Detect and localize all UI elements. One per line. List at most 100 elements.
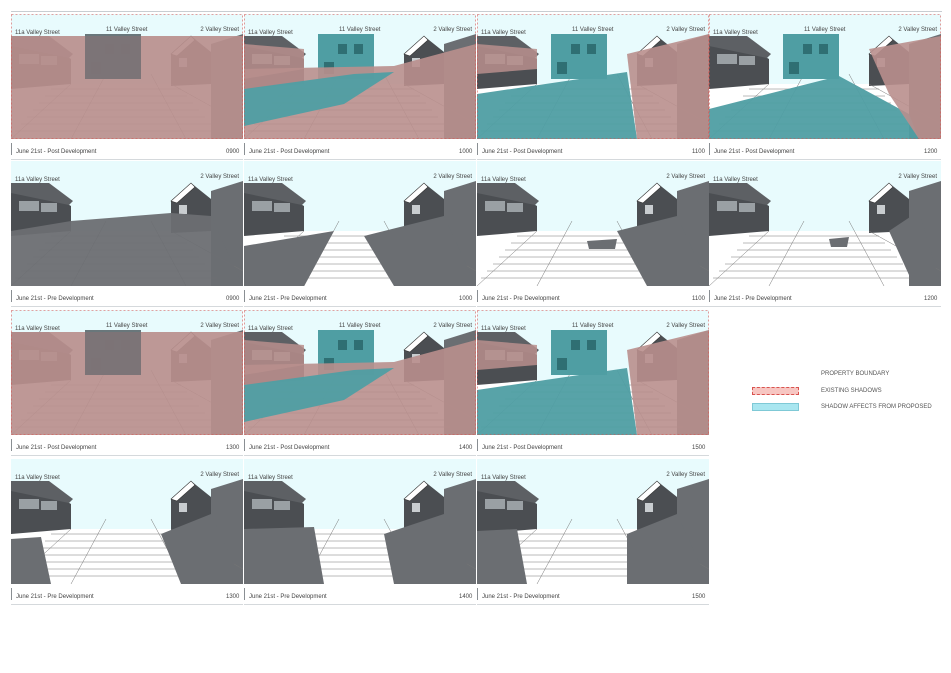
street-label-left: 11a Valley Street: [15, 177, 60, 183]
panel-caption: June 21st - Post Development: [714, 149, 795, 155]
panel-divider-tick: [244, 439, 245, 451]
street-label-right: 2 Valley Street: [898, 174, 937, 180]
panel-time: 1500: [692, 445, 706, 451]
top-rule: [11, 11, 942, 12]
caption-rule: [477, 306, 709, 307]
street-label-right: 2 Valley Street: [200, 174, 239, 180]
panel-divider-tick: [477, 143, 478, 155]
panel-caption: June 21st - Pre Development: [249, 594, 327, 600]
panel-caption: June 21st - Pre Development: [16, 594, 94, 600]
street-label-left: 11a Valley Street: [15, 475, 60, 481]
panel-time: 1000: [459, 296, 473, 302]
panel-caption: June 21st - Pre Development: [482, 594, 560, 600]
caption-rule: [477, 604, 709, 605]
street-label-right: 2 Valley Street: [898, 27, 937, 33]
panel-divider-tick: [244, 588, 245, 600]
caption-rule: [709, 306, 941, 307]
street-label-center: 11 Valley Street: [572, 323, 614, 329]
street-render-image: [244, 479, 476, 584]
street-label-right: 2 Valley Street: [666, 323, 705, 329]
street-label-center: 11 Valley Street: [339, 323, 381, 329]
caption-rule: [477, 455, 709, 456]
legend-existing-shadows-label: EXISTING SHADOWS: [821, 388, 882, 394]
street-label-left: 11a Valley Street: [248, 177, 293, 183]
panel-time: 0900: [226, 149, 240, 155]
caption-rule: [11, 604, 243, 605]
street-label-right: 2 Valley Street: [433, 27, 472, 33]
panel-divider-tick: [709, 290, 710, 302]
street-label-left: 11a Valley Street: [15, 30, 60, 36]
panel-time: 1200: [924, 296, 938, 302]
street-render-image: [709, 14, 941, 139]
render-panel-pre-1-3: 11a Valley Street 2 Valley Street: [709, 161, 941, 286]
panel-divider-tick: [244, 143, 245, 155]
street-label-left: 11a Valley Street: [481, 177, 526, 183]
panel-caption: June 21st - Pre Development: [16, 296, 94, 302]
street-label-center: 11 Valley Street: [804, 27, 846, 33]
panel-caption: June 21st - Post Development: [249, 445, 330, 451]
render-panel-post-2-2: 11a Valley Street 11 Valley Street 2 Valle…: [477, 310, 709, 435]
panel-caption: June 21st - Post Development: [482, 149, 563, 155]
street-label-left: 11a Valley Street: [15, 326, 60, 332]
panel-divider-tick: [11, 143, 12, 155]
caption-rule: [11, 455, 243, 456]
panel-caption: June 21st - Pre Development: [714, 296, 792, 302]
legend-property-boundary-label: PROPERTY BOUNDARY: [821, 371, 890, 377]
street-render-image: [11, 479, 243, 584]
caption-rule: [244, 455, 476, 456]
caption-rule: [244, 306, 476, 307]
panel-caption: June 21st - Post Development: [249, 149, 330, 155]
panel-time: 1200: [924, 149, 938, 155]
street-render-image: [477, 310, 709, 435]
render-panel-post-1-1: 11a Valley Street 11 Valley Street 2 Valle…: [244, 14, 476, 139]
panel-divider-tick: [11, 290, 12, 302]
street-label-left: 11a Valley Street: [481, 326, 526, 332]
caption-rule: [477, 159, 709, 160]
render-panel-post-2-1: 11a Valley Street 11 Valley Street 2 Valle…: [244, 310, 476, 435]
street-label-center: 11 Valley Street: [339, 27, 381, 33]
panel-divider-tick: [11, 588, 12, 600]
street-label-right: 2 Valley Street: [200, 323, 239, 329]
street-label-left: 11a Valley Street: [248, 30, 293, 36]
street-label-right: 2 Valley Street: [200, 472, 239, 478]
caption-rule: [244, 159, 476, 160]
caption-rule: [11, 306, 243, 307]
panel-caption: June 21st - Post Development: [482, 445, 563, 451]
street-render-image: [477, 479, 709, 584]
street-label-left: 11a Valley Street: [248, 326, 293, 332]
panel-caption: June 21st - Pre Development: [482, 296, 560, 302]
panel-caption: June 21st - Post Development: [16, 149, 97, 155]
panel-time: 1100: [692, 296, 705, 302]
panel-time: 1100: [692, 149, 705, 155]
panel-divider-tick: [244, 290, 245, 302]
street-label-right: 2 Valley Street: [433, 323, 472, 329]
street-label-right: 2 Valley Street: [666, 174, 705, 180]
street-label-center: 11 Valley Street: [572, 27, 614, 33]
street-label-right: 2 Valley Street: [666, 27, 705, 33]
street-render-image: [477, 14, 709, 139]
panel-time: 0900: [226, 296, 240, 302]
caption-rule: [709, 159, 941, 160]
render-panel-pre-1-2: 11a Valley Street 2 Valley Street: [477, 161, 709, 286]
panel-caption: June 21st - Post Development: [16, 445, 97, 451]
panel-time: 1000: [459, 149, 473, 155]
street-render-image: [244, 181, 476, 286]
panel-divider-tick: [477, 439, 478, 451]
street-render-image: [244, 310, 476, 435]
panel-divider-tick: [11, 439, 12, 451]
legend-proposed-shadow-label: SHADOW AFFECTS FROM PROPOSED: [821, 404, 932, 410]
render-panel-pre-1-0: 11a Valley Street 2 Valley Street: [11, 161, 243, 286]
caption-rule: [11, 159, 243, 160]
render-panel-post-2-0: 11a Valley Street 11 Valley Street 2 Valle…: [11, 310, 243, 435]
street-label-right: 2 Valley Street: [200, 27, 239, 33]
street-label-left: 11a Valley Street: [713, 177, 758, 183]
street-label-center: 11 Valley Street: [106, 323, 148, 329]
street-label-right: 2 Valley Street: [666, 472, 705, 478]
street-render-image: [11, 14, 243, 139]
